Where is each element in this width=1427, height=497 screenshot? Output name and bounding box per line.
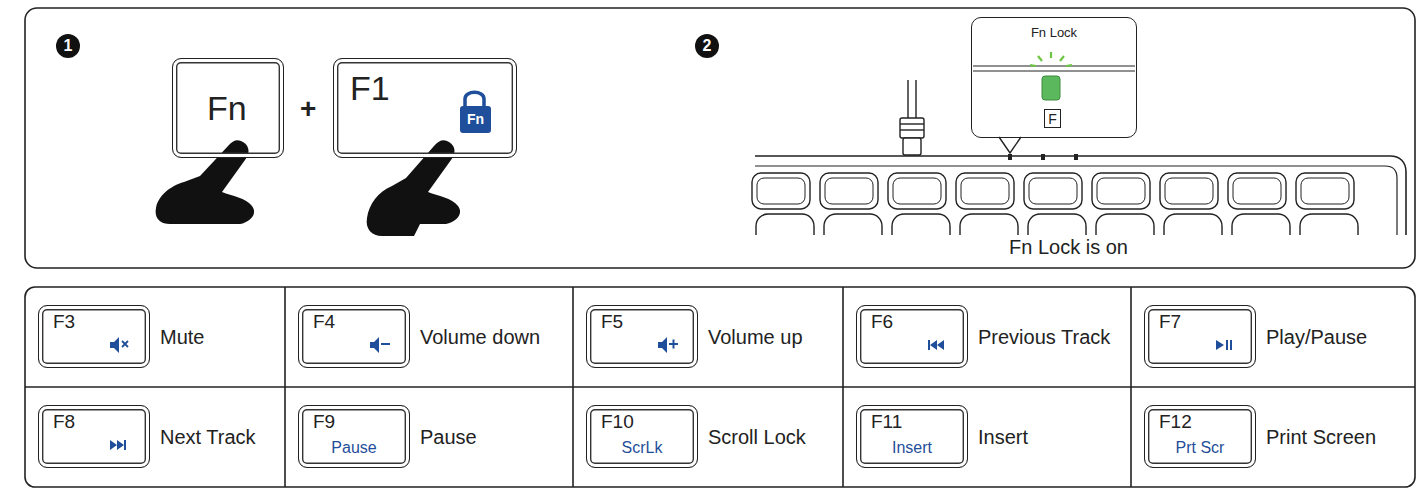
table-cell: Next Track F8 — [25, 387, 285, 487]
key-label: F10 — [601, 411, 634, 433]
media-icon — [110, 440, 126, 450]
media-icon — [928, 340, 944, 350]
lock-shackle — [465, 92, 484, 106]
keyboard — [752, 156, 1406, 235]
keyboard-key: F12Prt Scr — [1144, 405, 1256, 468]
table-cell: Play/Pause F7 — [1131, 287, 1415, 387]
key-sublabel: Pause — [299, 439, 409, 457]
keyboard-key: F3 — [38, 305, 150, 368]
top-panel — [25, 8, 1415, 268]
function-description: Scroll Lock — [708, 426, 806, 449]
keyboard-key: F1Fn — [333, 58, 517, 158]
key-sublabel: ScrLk — [587, 439, 697, 457]
function-description: Pause — [420, 426, 477, 449]
pointing-hand — [156, 140, 254, 224]
media-icon — [110, 337, 128, 353]
keyboard-key: F10ScrLk — [586, 405, 698, 468]
legend-text: Fn — [460, 111, 491, 127]
key-label: F5 — [601, 311, 623, 333]
pointing-hand — [367, 140, 460, 236]
key-label: Fn — [207, 89, 247, 128]
keyboard-key: Fn — [172, 58, 284, 158]
status-text: Fn Lock is on — [1007, 236, 1130, 259]
table-cell: Mute F3 — [25, 287, 285, 387]
fn-lock-led — [973, 52, 1135, 100]
keyboard-key: F7 — [1144, 305, 1256, 368]
legend-text: Fn Lock — [972, 25, 1136, 40]
table-cell: Scroll Lock F10ScrLk — [573, 387, 843, 487]
function-description: Next Track — [160, 426, 256, 449]
callout-pointer — [999, 137, 1021, 153]
key-label: F9 — [313, 411, 335, 433]
function-description: Previous Track — [978, 326, 1110, 349]
keyboard-key: F11Insert — [856, 405, 968, 468]
function-description: Print Screen — [1266, 426, 1376, 449]
key-label: F7 — [1159, 311, 1181, 333]
table-cell: InsertF11Insert — [843, 387, 1131, 487]
function-description: Insert — [978, 426, 1028, 449]
keyboard-key: F5 — [586, 305, 698, 368]
key-label: F3 — [53, 311, 75, 333]
callout-box: Fn LockF — [971, 17, 1137, 138]
table-cell: Print Screen F12Prt Scr — [1131, 387, 1415, 487]
key-label: F1 — [350, 69, 390, 108]
key-sublabel: Insert — [857, 439, 967, 457]
keyboard-key: F9Pause — [298, 405, 410, 468]
keyboard-key: F8 — [38, 405, 150, 468]
media-icon — [658, 337, 678, 353]
media-icon — [370, 337, 390, 353]
table-cell: Previous Track F6 — [843, 287, 1131, 387]
function-description: Play/Pause — [1266, 326, 1367, 349]
key-label: F8 — [53, 411, 75, 433]
media-icon — [1216, 340, 1232, 350]
callout-number: 1 — [56, 34, 80, 58]
keyboard-cable — [900, 80, 924, 155]
plus-sign: + — [300, 93, 316, 125]
function-description: Mute — [160, 326, 204, 349]
keyboard-key: F4 — [298, 305, 410, 368]
function-description: Volume up — [708, 326, 803, 349]
table-cell: PauseF9Pause — [285, 387, 573, 487]
table-cell: Volume up F5 — [573, 287, 843, 387]
key-label: F11 — [871, 411, 902, 433]
key-label: F12 — [1159, 411, 1192, 433]
key-legend: F — [1044, 109, 1061, 128]
indicator-dots — [1008, 154, 1078, 160]
fn-lock-icon: Fn — [460, 106, 491, 133]
key-sublabel: Prt Scr — [1145, 439, 1255, 457]
function-description: Volume down — [420, 326, 540, 349]
callout-number: 2 — [695, 34, 719, 58]
function-table-grid — [25, 287, 1415, 487]
key-label: F4 — [313, 311, 335, 333]
legend-text: F — [1045, 111, 1060, 127]
key-label: F6 — [871, 311, 893, 333]
table-cell: Volume down F4 — [285, 287, 573, 387]
keyboard-key: F6 — [856, 305, 968, 368]
